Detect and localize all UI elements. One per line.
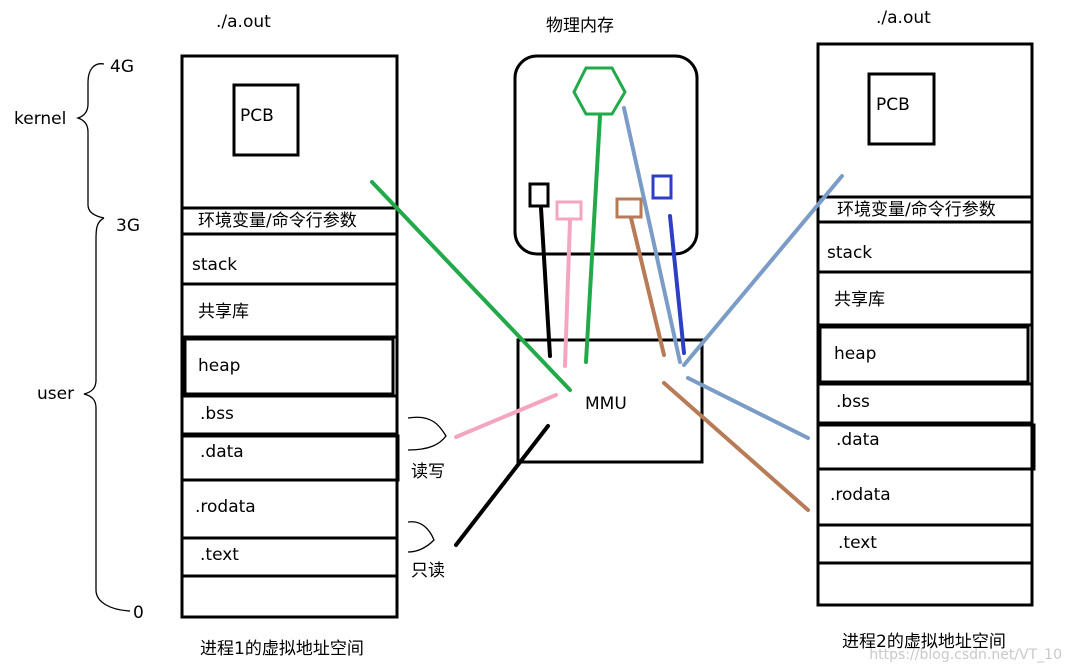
mmu-label: MMU xyxy=(585,394,627,414)
page-brown xyxy=(615,197,643,219)
permission-brackets xyxy=(407,416,447,553)
process1-segment-rodata: .rodata xyxy=(195,497,256,517)
process2-pcb: PCB xyxy=(876,95,910,115)
process2-segment-text: .text xyxy=(838,533,877,553)
process2-segment-stack: stack xyxy=(827,243,873,263)
process2-caption: 进程2的虚拟地址空间 xyxy=(842,632,1006,652)
process2-address-space xyxy=(816,42,1036,607)
page-blue xyxy=(651,174,673,200)
process1-caption: 进程1的虚拟地址空间 xyxy=(200,639,364,659)
page-black xyxy=(528,182,550,208)
process2-segment-shared-lib: 共享库 xyxy=(834,290,885,310)
watermark: https://blog.csdn.net/VT_10 xyxy=(869,647,1062,663)
address-3g: 3G xyxy=(116,216,140,236)
process1-pcb-box xyxy=(232,83,300,157)
process2-pcb-box xyxy=(867,72,936,146)
process1-pcb: PCB xyxy=(240,106,274,126)
process1-segment-env: 环境变量/命令行参数 xyxy=(198,211,357,231)
process2-segment-env: 环境变量/命令行参数 xyxy=(837,200,996,220)
read-only-label: 只读 xyxy=(411,561,445,581)
kernel-page-hexagon xyxy=(572,66,627,116)
process1-segment-data: .data xyxy=(200,442,244,462)
physical-memory-title: 物理内存 xyxy=(546,16,614,36)
process1-segment-stack: stack xyxy=(192,255,238,275)
process2-title: ./a.out xyxy=(876,8,931,28)
read-write-label: 读写 xyxy=(411,462,445,482)
process1-title: ./a.out xyxy=(216,12,271,32)
mapping-lines xyxy=(370,106,844,547)
process1-segment-text: .text xyxy=(200,545,239,565)
address-0: 0 xyxy=(133,603,144,623)
process1-segment-bss: .bss xyxy=(200,404,234,424)
process2-segment-bss: .bss xyxy=(836,392,870,412)
process1-segment-shared-lib: 共享库 xyxy=(198,302,249,322)
process1-segment-heap: heap xyxy=(198,356,241,376)
process2-segment-data: .data xyxy=(836,430,880,450)
user-label: user xyxy=(37,384,75,404)
page-pink xyxy=(555,200,583,221)
physical-memory-box xyxy=(513,54,699,256)
process2-segment-heap: heap xyxy=(834,344,877,364)
kernel-label: kernel xyxy=(14,109,67,129)
process2-segment-rodata: .rodata xyxy=(830,485,891,505)
address-braces xyxy=(75,63,131,612)
address-4g: 4G xyxy=(110,57,134,77)
mmu-box xyxy=(516,338,704,464)
process1-address-space xyxy=(180,54,400,619)
